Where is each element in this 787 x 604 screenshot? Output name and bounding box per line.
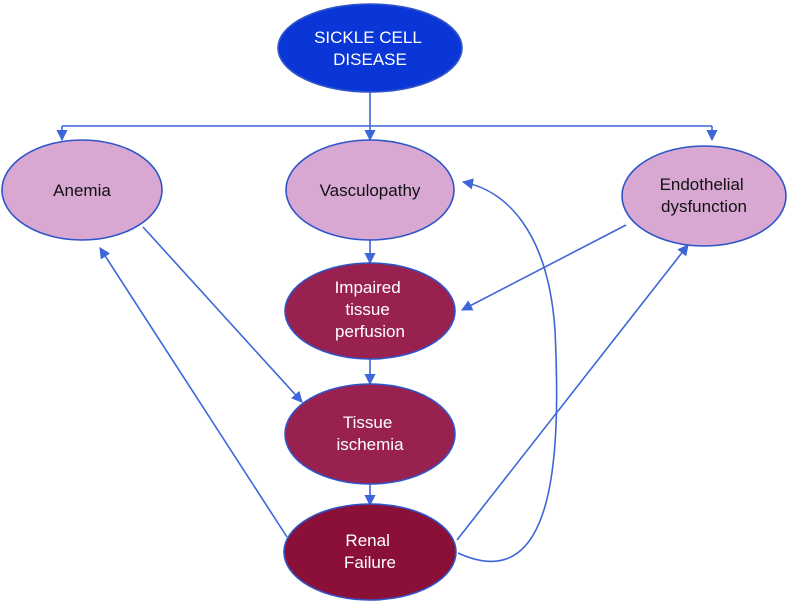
node-root[interactable]: SICKLE CELL DISEASE [277, 3, 463, 93]
node-vasculopathy-line-1: Vasculopathy [320, 181, 421, 200]
node-ischemia[interactable]: Tissue ischemia [284, 383, 456, 485]
node-ischemia-shape [284, 383, 456, 485]
node-ischemia-label: Tissue ischemia [336, 413, 404, 454]
node-ischemia-line-1: Tissue [343, 413, 392, 432]
node-renal-line-1: Renal [345, 531, 389, 550]
node-root-line-2: DISEASE [333, 50, 407, 69]
node-ischemia-line-2: ischemia [336, 435, 404, 454]
node-root-label: SICKLE CELL DISEASE [314, 28, 426, 69]
edge-renal-to-anemia [99, 247, 288, 538]
node-anemia[interactable]: Anemia [1, 139, 163, 241]
edge-renal-to-vasculopathy [457, 178, 558, 562]
node-anemia-shape [1, 139, 163, 241]
edge-anemia-to-ischemia [142, 226, 303, 403]
node-renal-label: Renal Failure [344, 531, 396, 572]
node-endothelial-line-2: dysfunction [661, 197, 747, 216]
node-perfusion[interactable]: Impaired tissue perfusion [284, 262, 456, 360]
node-vasculopathy[interactable]: Vasculopathy [285, 139, 455, 241]
node-renal-line-2: Failure [344, 553, 396, 572]
node-vasculopathy-label: Vasculopathy [320, 181, 421, 200]
node-anemia-label: Anemia [53, 181, 111, 200]
node-endothelial-line-1: Endothelial [660, 175, 744, 194]
edge-renal-to-endothelial [456, 244, 689, 541]
node-endothelial[interactable]: Endothelial dysfunction [621, 145, 787, 247]
node-renal-shape [283, 503, 457, 601]
node-vasculopathy-shape [285, 139, 455, 241]
node-perfusion-line-2: tissue [345, 300, 389, 319]
node-root-line-1: SICKLE CELL [314, 28, 421, 47]
node-perfusion-label: Impaired tissue perfusion [335, 278, 406, 341]
node-endothelial-label: Endothelial dysfunction [660, 175, 749, 216]
node-renal[interactable]: Renal Failure [283, 503, 457, 601]
edges [56, 92, 718, 562]
node-endothelial-shape [621, 145, 787, 247]
node-root-shape [277, 3, 463, 93]
node-perfusion-line-1: Impaired [335, 278, 401, 297]
node-perfusion-line-3: perfusion [335, 322, 405, 341]
node-anemia-line-1: Anemia [53, 181, 111, 200]
node-perfusion-shape [284, 262, 456, 360]
